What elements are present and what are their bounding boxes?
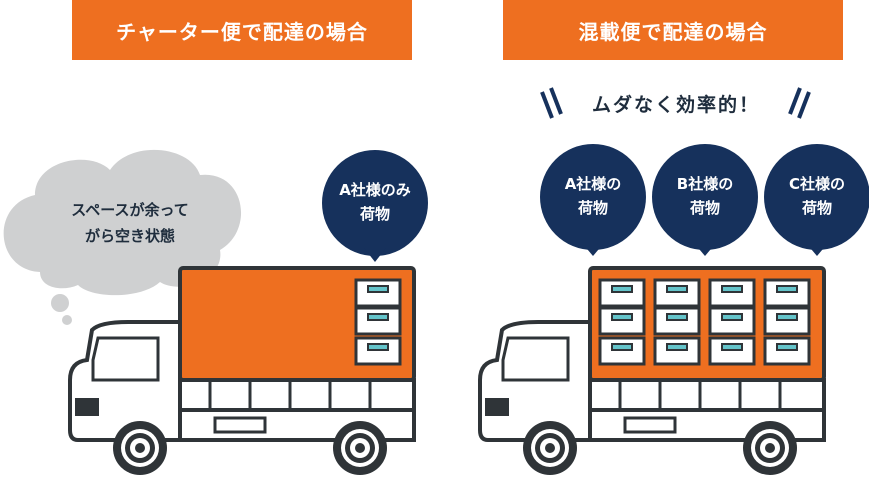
bubble-line-1: A社様の xyxy=(564,175,622,193)
truck-icon xyxy=(478,266,826,475)
bubble-line-2: 荷物 xyxy=(689,199,720,217)
right-header: 混載便で配達の場合 xyxy=(503,0,843,60)
thought-line-2: がら空き状態 xyxy=(84,227,175,245)
left-header: チャーター便で配達の場合 xyxy=(72,0,412,60)
bubble-line-2: 荷物 xyxy=(359,205,390,223)
emphasis-lines xyxy=(540,87,811,119)
truck-icon xyxy=(68,266,416,475)
cargo-box-icon xyxy=(354,278,402,366)
bubble-line-2: 荷物 xyxy=(577,199,608,217)
speech-bubble-icon xyxy=(322,150,428,262)
thought-cloud-icon xyxy=(3,149,242,325)
speech-bubble-text-a: A社様の 荷物 xyxy=(540,172,646,220)
tagline: ムダなく効率的！ xyxy=(591,94,760,116)
speech-bubble-text-a-only: A社様のみ 荷物 xyxy=(322,178,428,226)
bubble-line-1: C社様の xyxy=(788,175,845,193)
speech-bubble-text-b: B社様の 荷物 xyxy=(652,172,758,220)
speech-bubble-text-c: C社様の 荷物 xyxy=(764,172,869,220)
thought-bubble-text: スペースが余って がら空き状態 xyxy=(20,197,240,249)
bubble-line-2: 荷物 xyxy=(801,199,832,217)
speech-bubble-icon xyxy=(540,144,869,256)
bubble-line-1: A社様のみ xyxy=(339,181,411,199)
thought-line-1: スペースが余って xyxy=(71,201,189,219)
bubble-line-1: B社様の xyxy=(676,175,734,193)
